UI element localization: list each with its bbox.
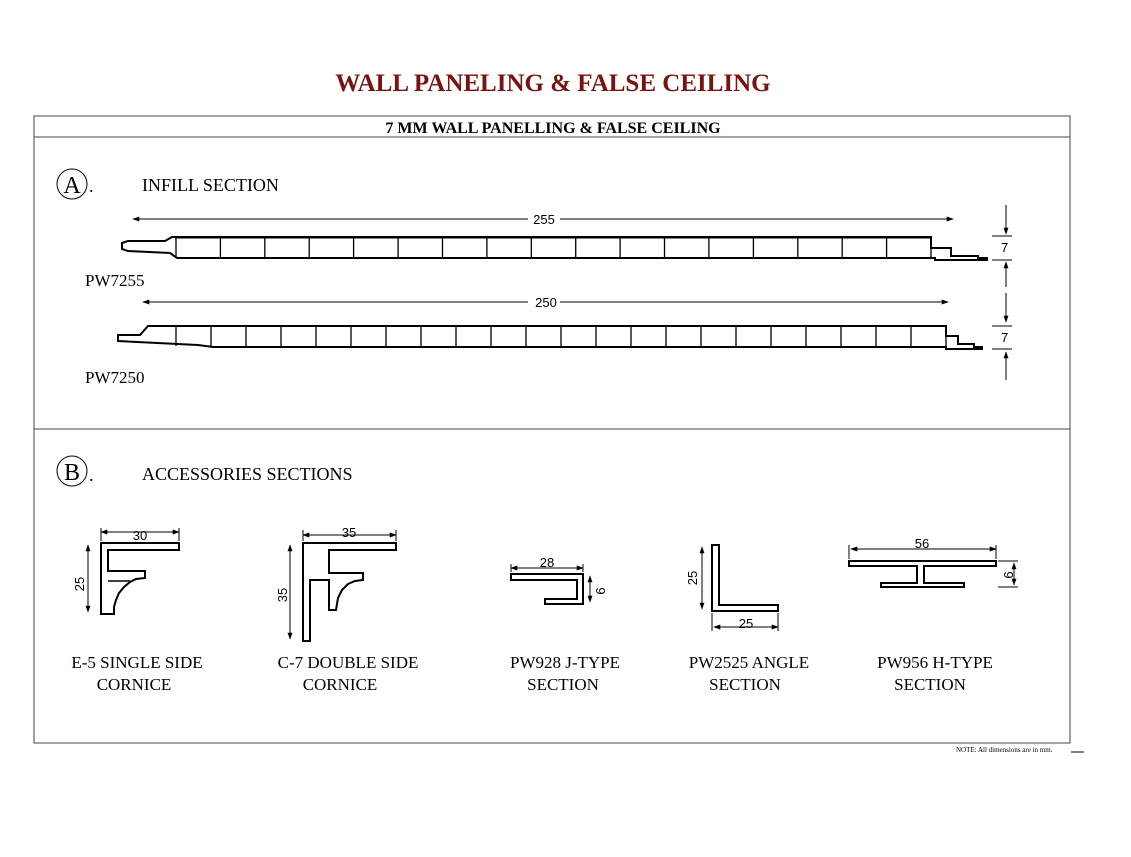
panel-pw7250-height-label: 7 [1001, 330, 1008, 345]
section-a-marker-circle [56, 168, 88, 200]
pw928-profile [510, 573, 584, 605]
section-b-dot: . [89, 465, 94, 485]
section-b-header: B . ACCESSORIES SECTIONS [56, 455, 353, 487]
e5-name-line2: CORNICE [97, 675, 172, 694]
pw928-name-line2: SECTION [527, 675, 599, 694]
panel-pw7255-code: PW7255 [85, 271, 145, 290]
e5-profile [100, 542, 180, 615]
section-a-header: A . INFILL SECTION [56, 168, 279, 200]
section-a-heading: INFILL SECTION [142, 175, 279, 195]
accessory-c7-cornice: 35 35 C-7 DOUBLE SIDE CORNICE [275, 525, 418, 694]
pw2525-height-label: 25 [685, 571, 700, 585]
section-b-heading: ACCESSORIES SECTIONS [142, 464, 353, 484]
c7-width-label: 35 [342, 525, 356, 540]
pw956-height-label: 9 [1001, 571, 1016, 578]
panel-pw7250-width-label: 250 [535, 295, 557, 310]
accessory-pw956-h: 56 9 PW956 H-TYPE SECTION [848, 536, 1018, 694]
panel-pw7255-ribs [175, 238, 932, 257]
c7-name-line2: CORNICE [303, 675, 378, 694]
pw956-name-line2: SECTION [894, 675, 966, 694]
section-b-marker: B [64, 460, 80, 486]
section-b-marker-circle [56, 455, 88, 487]
e5-name-line1: E-5 SINGLE SIDE [71, 653, 202, 672]
section-a-marker: A [63, 173, 81, 199]
pw956-name-line1: PW956 H-TYPE [877, 653, 993, 672]
accessory-pw2525-angle: 25 25 PW2525 ANGLE SECTION [685, 544, 809, 694]
c7-name-line1: C-7 DOUBLE SIDE [278, 653, 419, 672]
pw928-height-label: 9 [593, 587, 608, 594]
panel-pw7255-width-label: 255 [533, 212, 555, 227]
pw2525-name-line2: SECTION [709, 675, 781, 694]
panel-pw7255: 255 7 PW7255 [85, 205, 1012, 290]
c7-profile [302, 542, 397, 642]
pw956-profile [848, 560, 997, 588]
pw2525-width-label: 25 [739, 616, 753, 631]
panel-pw7250-outline [117, 325, 983, 350]
panel-pw7255-height-label: 7 [1001, 240, 1008, 255]
pw2525-profile [711, 544, 779, 612]
section-a-dot: . [89, 176, 94, 196]
page-title: WALL PANELING & FALSE CEILING [335, 70, 770, 97]
pw956-width-label: 56 [915, 536, 929, 551]
pw928-width-label: 28 [540, 555, 554, 570]
e5-width-label: 30 [133, 528, 147, 543]
panel-pw7255-outline [121, 236, 988, 261]
panel-pw7250-ribs [175, 327, 947, 346]
accessory-pw928-j: 28 9 PW928 J-TYPE SECTION [510, 555, 620, 694]
dimensions-note: NOTE: All dimensions are in mm. [956, 746, 1053, 754]
c7-height-label: 35 [275, 588, 290, 602]
panel-pw7250: 250 7 PW7250 [85, 293, 1012, 387]
pw2525-name-line1: PW2525 ANGLE [689, 653, 809, 672]
e5-height-label: 25 [72, 577, 87, 591]
pw928-name-line1: PW928 J-TYPE [510, 653, 620, 672]
accessory-e5-cornice: 30 25 E-5 SINGLE SIDE CORNICE [71, 528, 203, 694]
panel-pw7250-code: PW7250 [85, 368, 145, 387]
frame-subtitle: 7 MM WALL PANELLING & FALSE CEILING [385, 120, 721, 137]
